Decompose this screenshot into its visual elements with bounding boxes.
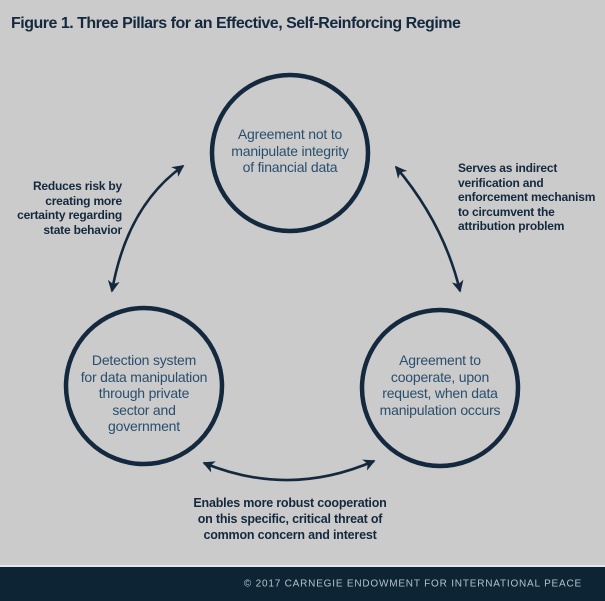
bottom-double-arrow [202, 459, 376, 482]
footer-separator-line [0, 565, 605, 567]
left-double-arrow [107, 164, 185, 293]
right-double-arrow [394, 165, 464, 293]
right-edge-label: Serves as indirect verification and enfo… [458, 161, 596, 233]
bottom-right-pillar-circle [359, 307, 521, 469]
bottom-edge-label: Enables more robust cooperation on this … [193, 496, 387, 542]
bottom-right-pillar-label: Agreement to cooperate, upon request, wh… [379, 352, 501, 418]
left-edge-label: Reduces risk by creating more certainty … [17, 179, 122, 237]
footer-bar: © 2017 CARNEGIE ENDOWMENT FOR INTERNATIO… [0, 567, 605, 601]
figure-title: Figure 1. Three Pillars for an Effective… [11, 15, 461, 32]
bottom-left-pillar-label: Detection system for data manipulation t… [80, 352, 208, 434]
top-pillar-label: Agreement not to manipulate integrity of… [231, 126, 349, 175]
bottom-left-pillar-circle [63, 305, 225, 467]
copyright-text: © 2017 CARNEGIE ENDOWMENT FOR INTERNATIO… [243, 578, 582, 590]
top-pillar-circle [209, 72, 371, 234]
